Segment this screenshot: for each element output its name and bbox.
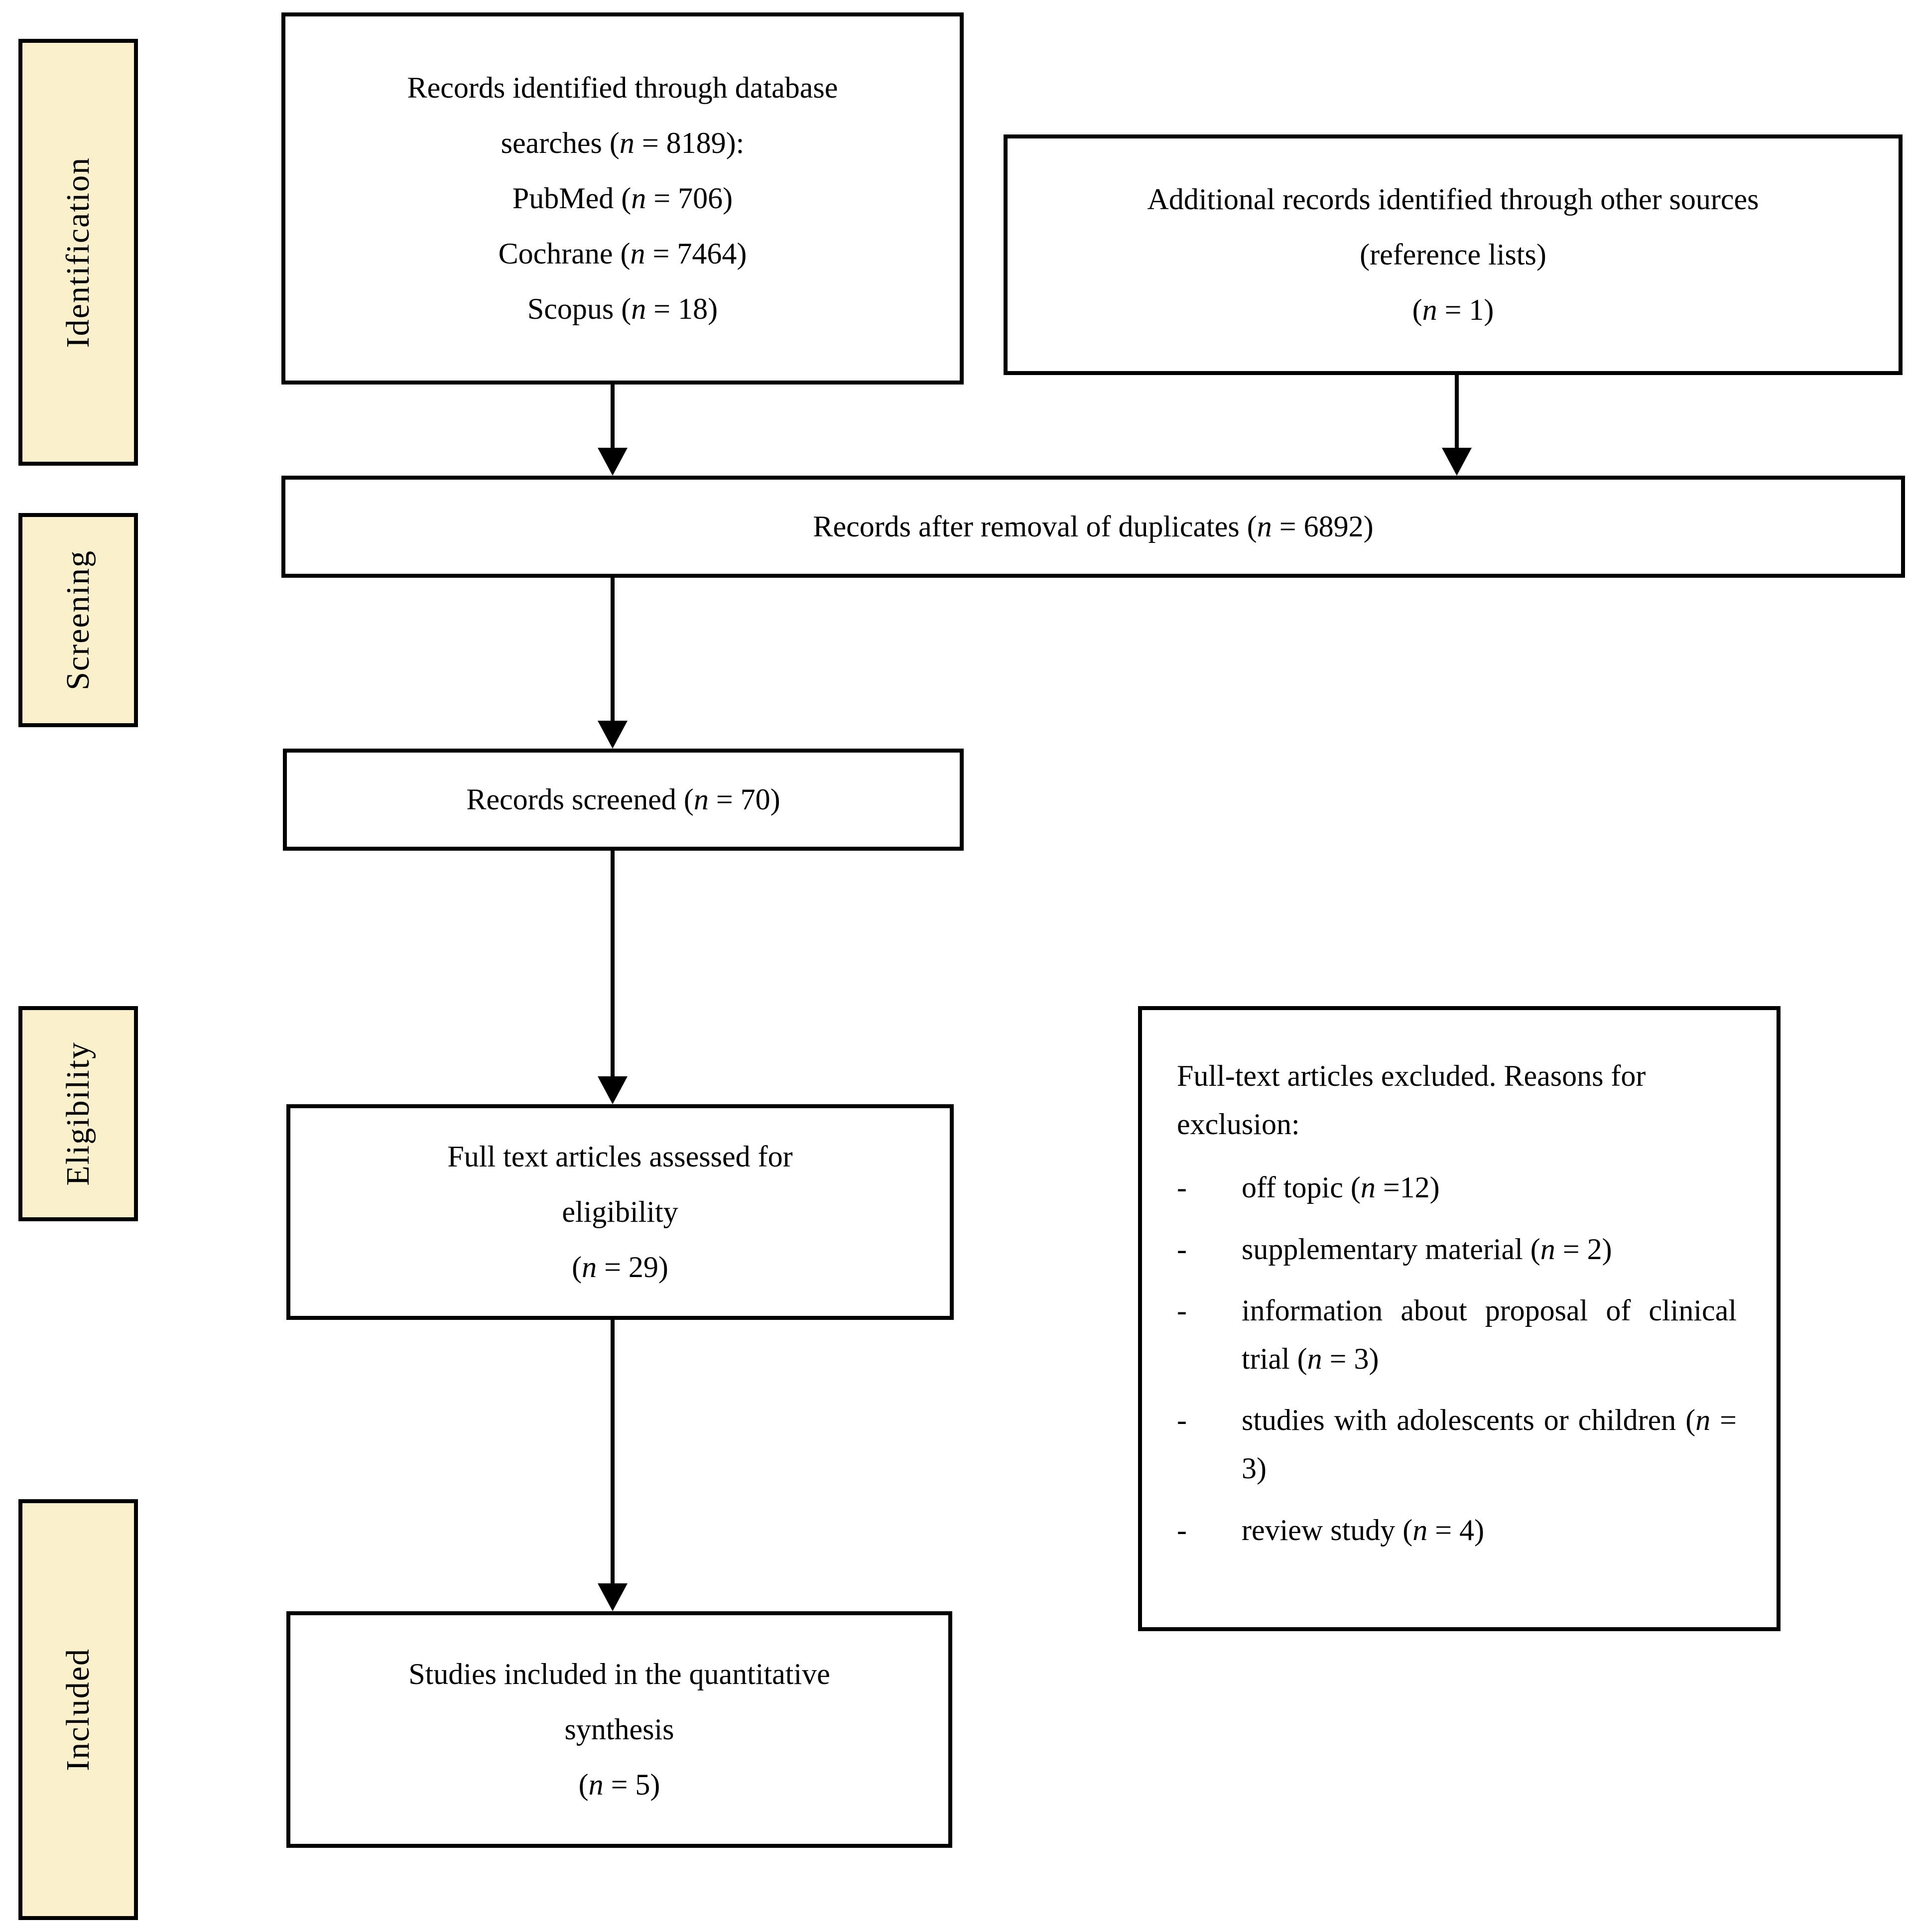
box-text-line: Records screened (n = 70) bbox=[466, 783, 780, 816]
exclusion-item: - off topic (n =12) bbox=[1177, 1163, 1737, 1212]
stage-eligibility: Eligibility bbox=[18, 1006, 138, 1221]
stage-included: Included bbox=[18, 1499, 138, 1920]
dash-bullet: - bbox=[1177, 1232, 1187, 1266]
box-text-line: (n = 5) bbox=[578, 1768, 660, 1801]
arrow-head-icon bbox=[598, 1076, 628, 1104]
arrow-duplicates-to-screened bbox=[598, 578, 628, 749]
box-text-line: PubMed (n = 706) bbox=[512, 182, 733, 215]
box-text-line: (n = 29) bbox=[572, 1251, 668, 1284]
box-text-line: searches (n = 8189): bbox=[501, 127, 745, 159]
exclusion-item: - studies with adolescents or children (n… bbox=[1177, 1396, 1737, 1493]
box-text-line: synthesis bbox=[564, 1713, 674, 1746]
box-text-line: (n = 1) bbox=[1412, 293, 1494, 326]
box-fulltext-assessed: Full text articles assessed for eligibili… bbox=[286, 1104, 954, 1320]
stage-identification-label: Identification bbox=[60, 156, 96, 348]
dash-bullet: - bbox=[1177, 1404, 1187, 1437]
arrow-head-icon bbox=[598, 1583, 628, 1611]
box-text-line: Additional records identified through ot… bbox=[1147, 183, 1759, 216]
box-records-identified: Records identified through database searc… bbox=[281, 12, 964, 385]
box-text-line: Records after removal of duplicates (n =… bbox=[813, 510, 1374, 543]
box-records-screened: Records screened (n = 70) bbox=[283, 749, 964, 851]
arrow-stem bbox=[611, 1320, 615, 1583]
arrow-head-icon bbox=[598, 721, 628, 749]
arrow-identified-to-duplicates bbox=[598, 385, 628, 476]
arrow-stem bbox=[1455, 375, 1459, 448]
stage-eligibility-label: Eligibility bbox=[60, 1041, 96, 1186]
exclusion-item-text: studies with adolescents or children (n … bbox=[1242, 1404, 1737, 1485]
exclusion-item: - review study (n = 4) bbox=[1177, 1506, 1737, 1554]
arrow-head-icon bbox=[598, 448, 628, 476]
exclusion-list: - off topic (n =12) - supplementary materia… bbox=[1177, 1163, 1737, 1554]
stage-identification: Identification bbox=[18, 39, 138, 466]
arrow-stem bbox=[611, 385, 615, 448]
arrow-stem bbox=[611, 578, 615, 721]
box-studies-included: Studies included in the quantitative synt… bbox=[286, 1611, 952, 1848]
stage-screening: Screening bbox=[18, 513, 138, 727]
exclusion-item-text: review study (n = 4) bbox=[1242, 1513, 1485, 1546]
exclusion-item-text: supplementary material (n = 2) bbox=[1242, 1232, 1612, 1266]
stage-included-label: Included bbox=[60, 1648, 96, 1771]
exclusion-item-text: off topic (n =12) bbox=[1242, 1171, 1440, 1204]
arrow-additional-to-duplicates bbox=[1442, 375, 1472, 476]
box-text-line: Cochrane (n = 7464) bbox=[498, 237, 747, 270]
box-fulltext-excluded: Full-text articles excluded. Reasons for… bbox=[1138, 1006, 1781, 1631]
dash-bullet: - bbox=[1177, 1171, 1187, 1204]
box-text-line: eligibility bbox=[562, 1195, 678, 1228]
box-text-line: (reference lists) bbox=[1360, 238, 1546, 271]
box-text-line: Scopus (n = 18) bbox=[527, 292, 718, 325]
exclusion-item: - information about proposal of clinical … bbox=[1177, 1287, 1737, 1383]
stage-screening-label: Screening bbox=[60, 550, 96, 690]
dash-bullet: - bbox=[1177, 1293, 1187, 1327]
exclusion-heading: Full-text articles excluded. Reasons for… bbox=[1177, 1059, 1646, 1141]
box-records-after-duplicates: Records after removal of duplicates (n =… bbox=[281, 476, 1905, 578]
exclusion-item-text: information about proposal of clinical t… bbox=[1242, 1293, 1737, 1375]
arrow-fulltext-to-included bbox=[598, 1320, 628, 1611]
box-text-line: Studies included in the quantitative bbox=[408, 1658, 830, 1690]
arrow-stem bbox=[611, 851, 615, 1076]
dash-bullet: - bbox=[1177, 1513, 1187, 1546]
box-text-line: Records identified through database bbox=[407, 71, 838, 104]
box-additional-records: Additional records identified through ot… bbox=[1004, 134, 1903, 375]
box-text-line: Full text articles assessed for bbox=[447, 1140, 793, 1173]
arrow-head-icon bbox=[1442, 448, 1472, 476]
arrow-screened-to-fulltext bbox=[598, 851, 628, 1104]
exclusion-item: - supplementary material (n = 2) bbox=[1177, 1225, 1737, 1274]
